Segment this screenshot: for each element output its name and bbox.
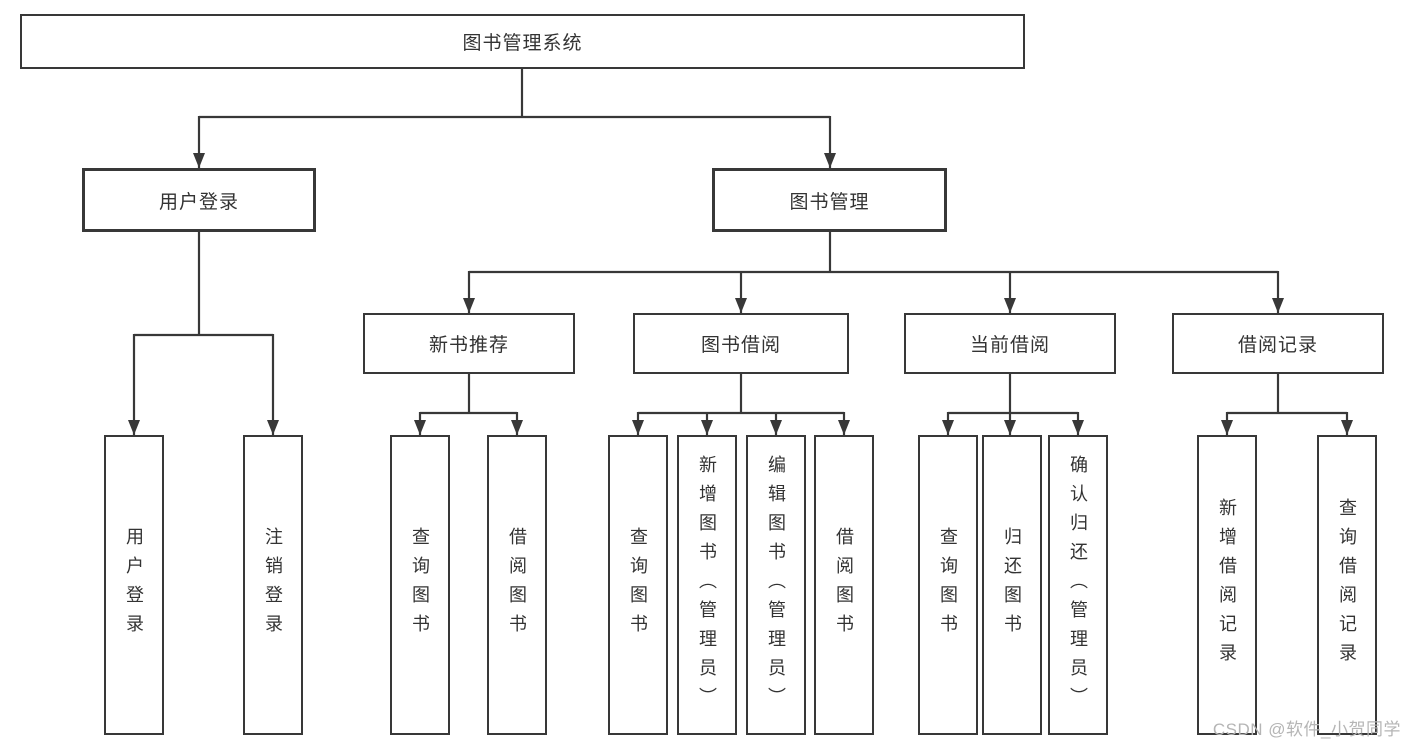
node-user-login-branch: 用户登录: [82, 168, 316, 232]
leaf-label: 注销登录: [263, 527, 283, 643]
node-borrow-books-recommend: 借阅图书: [487, 435, 547, 735]
leaf-label: 归还图书: [1002, 527, 1022, 643]
node-borrow-records: 借阅记录: [1172, 313, 1384, 374]
node-query-books-borrowing: 查询图书: [608, 435, 668, 735]
node-add-books-admin: 新增图书（管理员）: [677, 435, 737, 735]
leaf-label: 借阅图书: [834, 527, 854, 643]
leaf-label: 查询图书: [628, 527, 648, 643]
node-borrow-books-leaf: 借阅图书: [814, 435, 874, 735]
node-edit-books-admin: 编辑图书（管理员）: [746, 435, 806, 735]
leaf-label: 用户登录: [124, 527, 144, 643]
leaf-label: 借阅图书: [507, 527, 527, 643]
node-book-borrowing: 图书借阅: [633, 313, 849, 374]
csdn-watermark: CSDN @软件_小贺同学: [1212, 720, 1401, 739]
node-root: 图书管理系统: [20, 14, 1025, 69]
node-confirm-return-admin: 确认归还（管理员）: [1048, 435, 1108, 735]
node-book-management: 图书管理: [712, 168, 947, 232]
node-current-borrowing: 当前借阅: [904, 313, 1116, 374]
leaf-label: 查询借阅记录: [1337, 498, 1357, 672]
node-logout-leaf: 注销登录: [243, 435, 303, 735]
node-add-borrow-record: 新增借阅记录: [1197, 435, 1257, 735]
node-return-books: 归还图书: [982, 435, 1042, 735]
leaf-label: 新增借阅记录: [1217, 498, 1237, 672]
node-query-books-current: 查询图书: [918, 435, 978, 735]
node-query-books-recommend: 查询图书: [390, 435, 450, 735]
leaf-label: 新增图书（管理员）: [697, 454, 717, 716]
leaf-label: 查询图书: [938, 527, 958, 643]
leaf-label: 确认归还（管理员）: [1068, 454, 1088, 716]
node-new-book-recommend: 新书推荐: [363, 313, 575, 374]
node-query-borrow-record: 查询借阅记录: [1317, 435, 1377, 735]
leaf-label: 编辑图书（管理员）: [766, 454, 786, 716]
node-user-login-leaf: 用户登录: [104, 435, 164, 735]
leaf-label: 查询图书: [410, 527, 430, 643]
